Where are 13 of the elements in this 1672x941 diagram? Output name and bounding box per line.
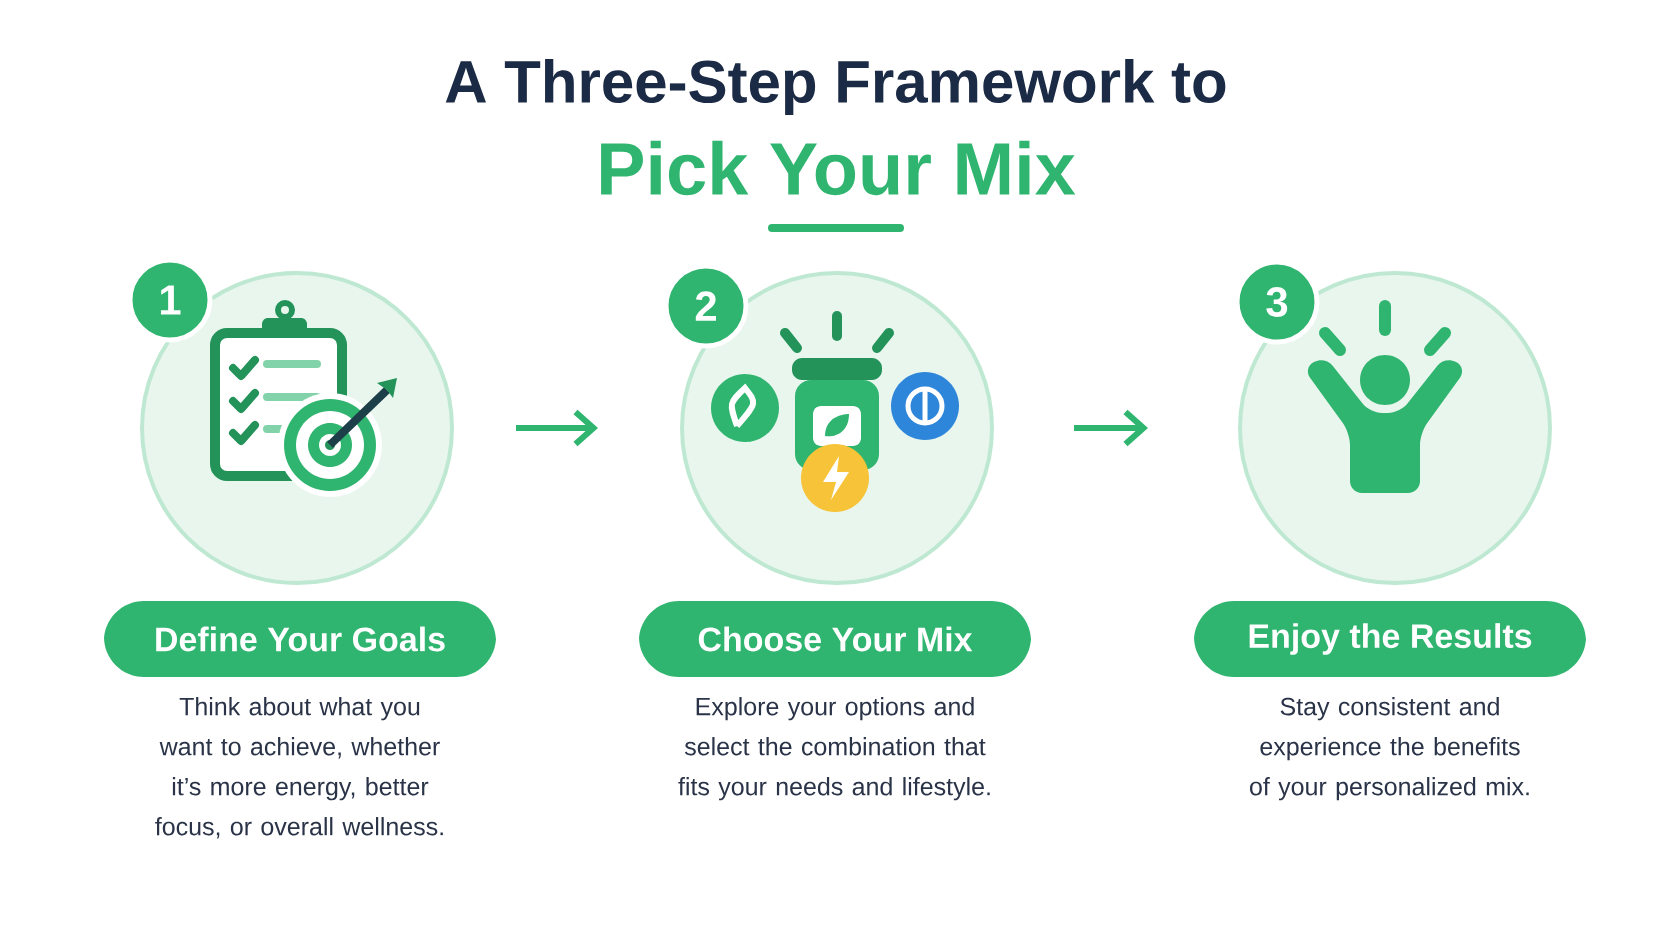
arrow [1074,409,1148,447]
number-badge: 2 [663,263,749,349]
number-badge: 3 [1234,259,1320,345]
description: Explore your options and select the combination that fits your needs and lifestyle. [678,697,990,801]
number-badge: 1 [127,257,213,343]
step-pill: Choose Your Mix [639,601,1031,677]
arrow [516,409,598,447]
step-pill: Enjoy the Results [1194,601,1586,677]
title: A Three-Step Framework to [445,59,1226,115]
subtitle: Pick Your Mix [601,140,1076,196]
description: Stay consistent and experience the benefits of your personalized mix. [1250,697,1529,801]
step-pill: Define Your Goals [104,601,496,677]
description: Think about what you want to achieve, whether it’s more energy, better focus, or overall wellness. [155,697,443,839]
